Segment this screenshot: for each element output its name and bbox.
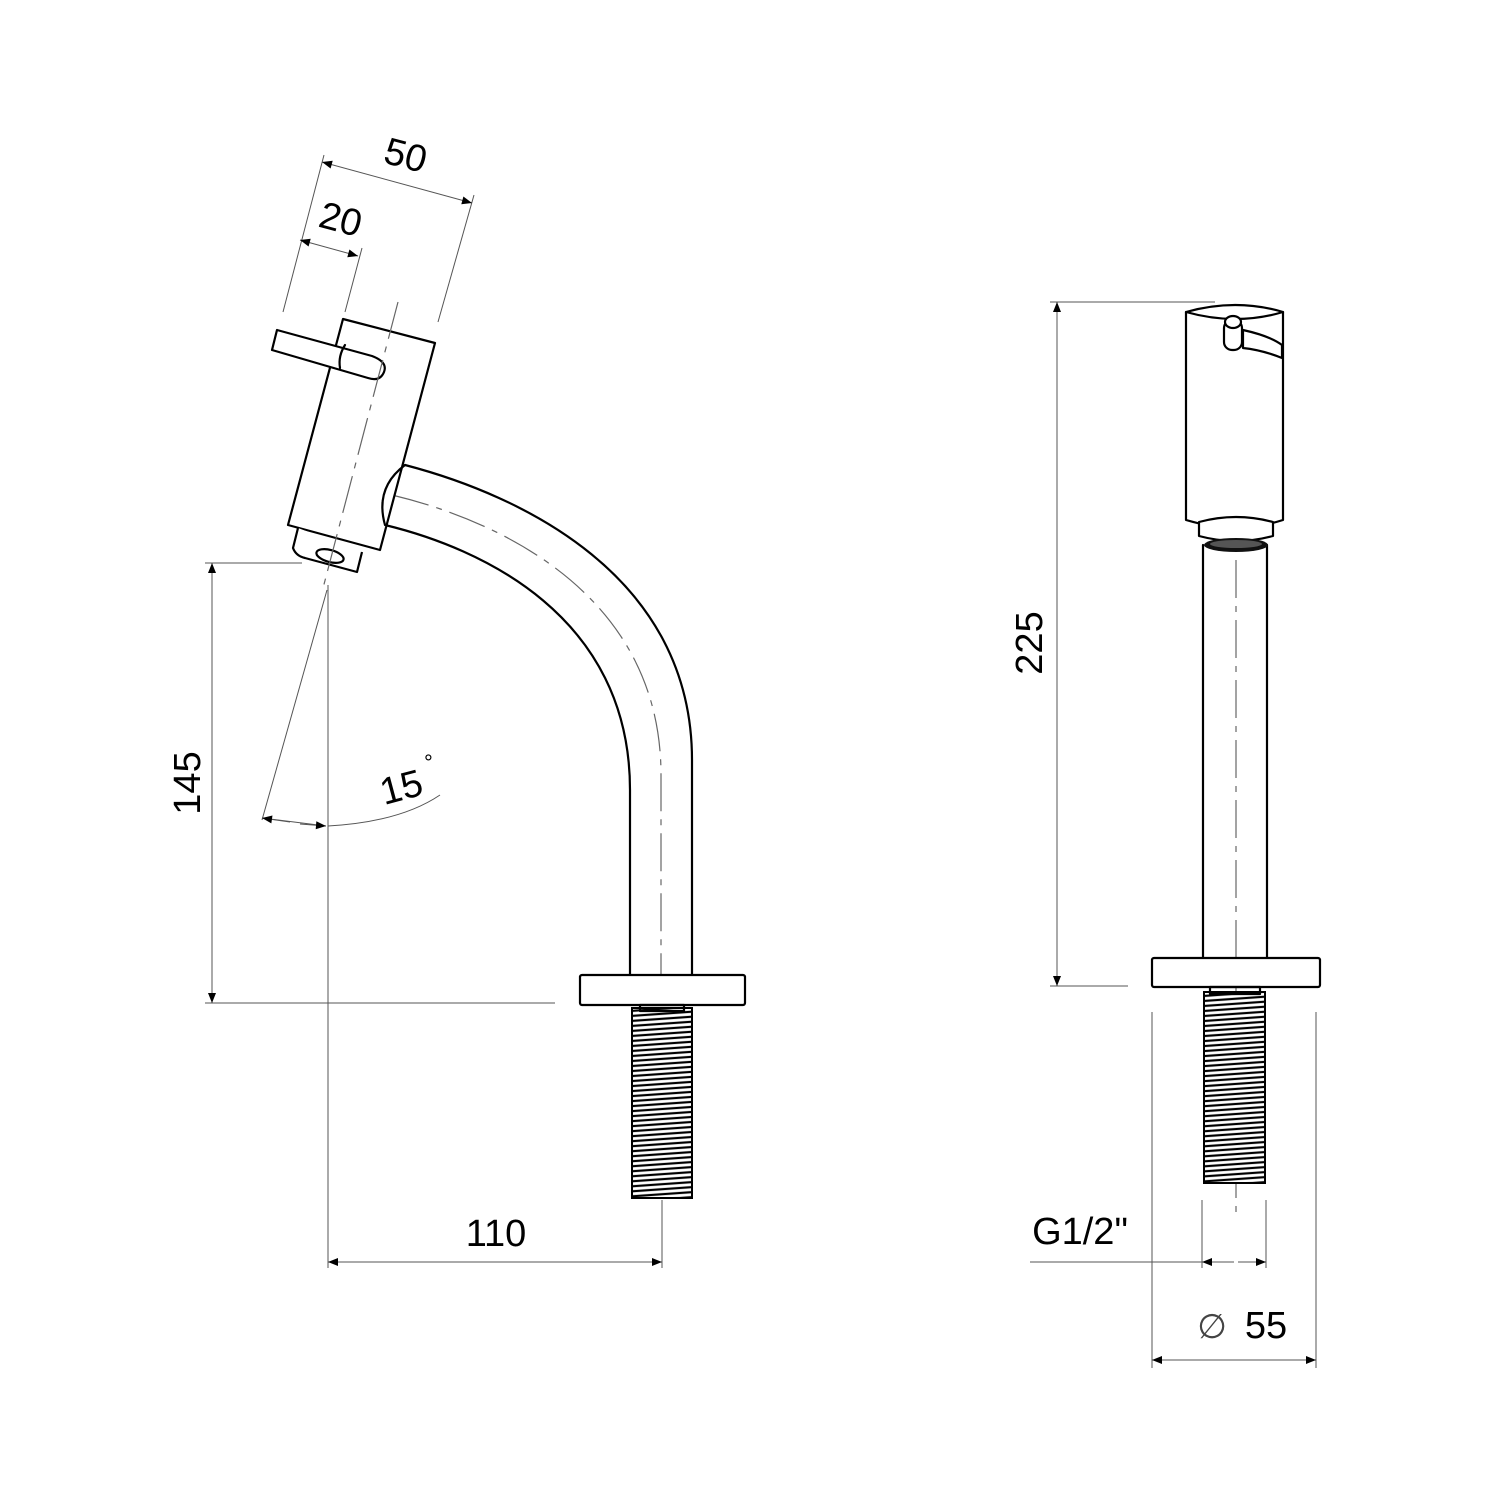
- dimension-145: 145: [167, 562, 555, 1004]
- mounting-flange: [578, 973, 747, 1007]
- dim-label-225: 225: [1009, 611, 1051, 674]
- threaded-shank-front: [1203, 991, 1266, 1184]
- collar: [1197, 515, 1275, 543]
- diameter-symbol: ∅: [1197, 1308, 1227, 1346]
- spout-pipe: [383, 463, 694, 1000]
- dimension-diameter-55: ∅ 55: [1151, 1012, 1317, 1368]
- dimension-110: 110: [328, 1200, 663, 1268]
- dimension-20: 20: [299, 194, 367, 313]
- dimension-225: 225: [1009, 301, 1215, 987]
- dim-label-thread: G1/2": [1032, 1211, 1128, 1253]
- valve-body: [286, 317, 437, 552]
- handle-lever-front: [1241, 328, 1284, 360]
- dim-label-50: 50: [380, 130, 432, 182]
- dimension-50: 50: [282, 130, 475, 323]
- handle-lever: [270, 328, 386, 381]
- dim-label-110: 110: [466, 1213, 527, 1255]
- side-view: 50 20 145 15 ° 110: [167, 130, 747, 1268]
- front-view: 225 G1/2" ∅ 55: [1009, 301, 1322, 1368]
- degree-symbol: °: [424, 750, 433, 775]
- dim-label-20: 20: [315, 194, 367, 246]
- dim-label-145: 145: [167, 751, 209, 814]
- dimension-angle-15: 15 °: [261, 585, 441, 1268]
- dimension-thread: G1/2": [1030, 1200, 1267, 1268]
- mounting-flange-front: [1150, 956, 1322, 989]
- threaded-shank: [631, 1007, 693, 1199]
- dim-label-55: 55: [1245, 1305, 1287, 1347]
